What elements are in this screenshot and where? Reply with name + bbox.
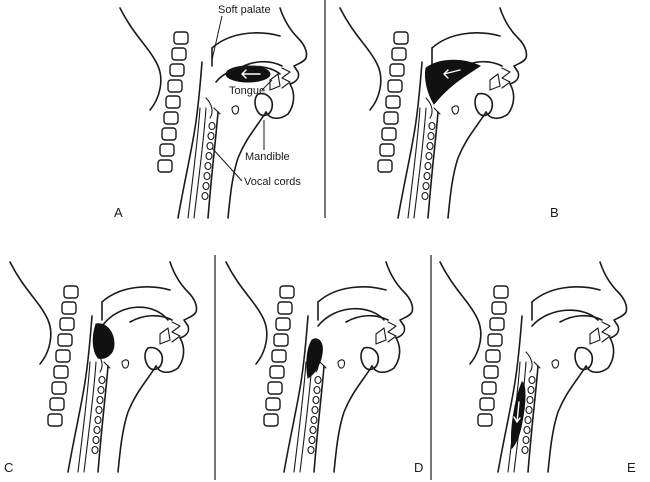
panel-b: B — [339, 7, 559, 220]
leader-vocal-cords — [211, 147, 243, 182]
panel-d: D — [225, 261, 423, 475]
panel-d-head — [225, 261, 414, 473]
panel-c-letter: C — [4, 460, 13, 475]
panel-c-bolus — [92, 323, 115, 359]
label-mandible: Mandible — [245, 151, 290, 163]
panel-c: C — [4, 261, 198, 475]
panel-c-head — [9, 261, 198, 473]
panel-e-letter: E — [627, 460, 636, 475]
panel-d-letter: D — [414, 460, 423, 475]
panel-e: E — [439, 261, 636, 475]
panel-a: A Soft palate Tongue Mandible Vocal cord… — [114, 4, 308, 220]
panel-e-head — [439, 261, 628, 473]
panel-b-bolus — [425, 59, 481, 105]
panel-d-bolus — [306, 338, 323, 379]
label-soft-palate: Soft palate — [218, 4, 271, 16]
panel-a-letter: A — [114, 205, 123, 220]
panel-b-letter: B — [550, 205, 559, 220]
leader-soft-palate — [211, 15, 223, 61]
panel-b-head — [339, 7, 528, 219]
panel-a-head — [119, 7, 308, 219]
label-vocal-cords: Vocal cords — [244, 176, 301, 188]
leader-tongue — [261, 79, 273, 91]
label-tongue: Tongue — [229, 85, 265, 97]
